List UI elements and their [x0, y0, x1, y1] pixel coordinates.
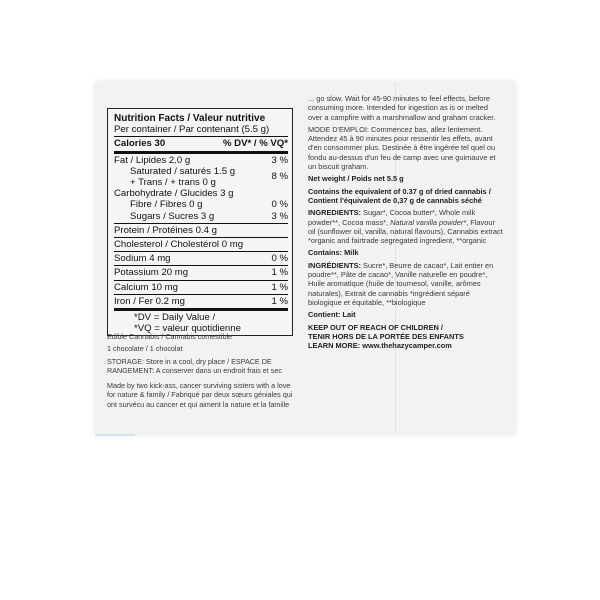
ingredients-en: INGREDIENTS: Sugar*, Cocoa butter*, Whol… [308, 208, 504, 245]
footnote-vq: *VQ = valeur quotidienne [134, 323, 241, 335]
calcium-label: Calcium 10 mg [114, 281, 178, 293]
fat-dv: 3 % [271, 154, 288, 166]
divider [114, 293, 288, 295]
storage-line: STORAGE: Store in a cool, dry place / ES… [107, 356, 282, 375]
sat-trans-dv: 8 % [271, 171, 288, 183]
divider [114, 265, 288, 267]
sugars-dv: 3 % [271, 210, 288, 222]
iron-label: Iron / Fer 0.2 mg [114, 295, 185, 307]
dv-header: % DV* / % VQ* [222, 138, 288, 150]
iron-row: Iron / Fer 0.2 mg 1 % [114, 296, 288, 307]
ingredients-italic: Natural vanilla powder* [390, 217, 467, 227]
calcium-row: Calcium 10 mg 1 % [114, 282, 288, 293]
nutrition-title: Nutrition Facts / Valeur nutritive [114, 113, 266, 124]
sugars-label: Sugars / Sucres 3 g [130, 210, 215, 222]
directions-en: ... go slow. Wait for 45-90 minutes to f… [308, 94, 496, 122]
calories-label: Calories 30 [114, 138, 166, 150]
edible-cannabis-line: Edible Cannabis / Cannabis comestible [107, 332, 233, 341]
contains-fr: Contient: Lait [308, 310, 356, 320]
fibre-dv: 0 % [271, 199, 288, 211]
made-by-line: Made by two kick-ass, cancer surviving s… [107, 381, 293, 409]
calories-row: Calories 30 % DV* / % VQ* [114, 138, 288, 149]
per-container: Per container / Par contenant (5.5 g) [114, 124, 270, 136]
chocolate-count-line: 1 chocolate / 1 chocolat [107, 344, 183, 354]
fibre-label: Fibre / Fibres 0 g [130, 199, 203, 211]
keep-away-en: KEEP OUT OF REACH OF CHILDREN / [308, 322, 443, 332]
directions-fr: MODE D'EMPLOI: Commencez bas, allez lent… [308, 124, 496, 172]
cholesterol-row: Cholesterol / Cholestérol 0 mg [114, 239, 244, 251]
saturated-label: Saturated / saturés 1.5 g [130, 165, 236, 177]
ingredients-part-b: , Flavour oil (sunflower oil, vanilla, n… [308, 217, 503, 246]
divider [114, 237, 288, 239]
left-panel-text: Edible Cannabis / Cannabis comestible 1 … [107, 332, 295, 412]
potassium-label: Potassium 20 mg [114, 267, 189, 279]
equivalent-fr: Contient l'équivalent de 0,37 g de canna… [308, 195, 482, 205]
sodium-label: Sodium 4 mg [114, 253, 171, 265]
divider [114, 222, 288, 224]
fat-row: Fat / Lipides 2.0 g 3 % [114, 155, 288, 166]
footnote-dv: *DV = Daily Value / [134, 312, 216, 324]
learn-more: LEARN MORE: www.thehazycamper.com [308, 341, 452, 351]
sugars-row: Sugars / Sucres 3 g 3 % [114, 211, 288, 222]
potassium-row: Potassium 20 mg 1 % [114, 267, 288, 278]
package-edge [95, 434, 135, 436]
protein-row: Protein / Protéines 0.4 g [114, 224, 217, 236]
divider [114, 136, 288, 138]
net-weight: Net weight / Poids net 5.5 g [308, 174, 404, 184]
potassium-dv: 1 % [271, 267, 288, 279]
right-panel-text: ... go slow. Wait for 45-90 minutes to f… [308, 94, 504, 353]
ingredients-fr-label: INGRÉDIENTS: [308, 260, 361, 270]
divider [114, 251, 288, 253]
sodium-row: Sodium 4 mg 0 % [114, 253, 288, 264]
ingredients-fr-text: Sucre*, Beurre de cacao*, Lait entier en… [308, 260, 494, 307]
keep-away-fr: TENIR HORS DE LA PORTÉE DES ENFANTS [308, 331, 464, 341]
equivalent-en: Contains the equivalent of 0.37 g of dri… [308, 186, 491, 196]
fat-label: Fat / Lipides 2.0 g [114, 154, 191, 166]
calcium-dv: 1 % [271, 281, 288, 293]
ingredients-fr: INGRÉDIENTS: Sucre*, Beurre de cacao*, L… [308, 261, 504, 307]
iron-dv: 1 % [271, 295, 288, 307]
divider [114, 308, 288, 312]
divider [114, 150, 288, 154]
sat-trans-row: Saturated / saturés 1.5 g + Trans / + tr… [114, 166, 288, 188]
equivalent-block: Contains the equivalent of 0.37 g of dri… [308, 187, 504, 206]
nutrition-facts-table: Nutrition Facts / Valeur nutritive Per c… [107, 108, 293, 336]
trans-label: + Trans / + trans 0 g [130, 177, 216, 189]
carb-row: Carbohydrate / Glucides 3 g [114, 188, 234, 200]
label-fold-line [395, 82, 396, 434]
ingredients-part-a: Sugar*, Cocoa butter*, Whole milk powder… [308, 208, 476, 227]
sodium-dv: 0 % [271, 253, 288, 265]
fibre-row: Fibre / Fibres 0 g 0 % [114, 199, 288, 210]
contains-en: Contains: Milk [308, 248, 359, 258]
divider [114, 279, 288, 281]
product-label: Nutrition Facts / Valeur nutritive Per c… [95, 82, 515, 434]
ingredients-label: INGREDIENTS: [308, 208, 361, 218]
